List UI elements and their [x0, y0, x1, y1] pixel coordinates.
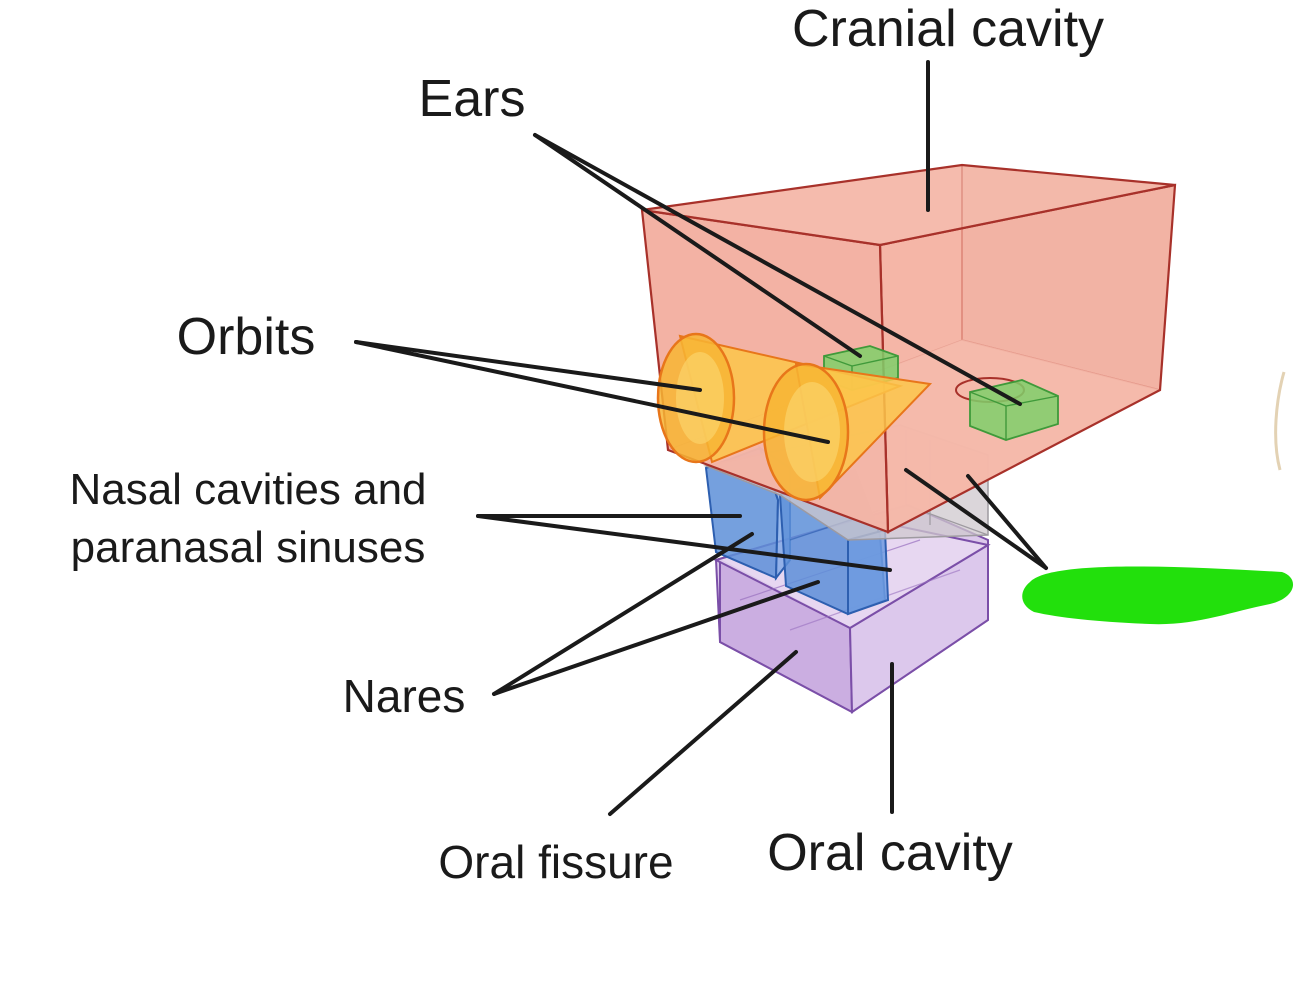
- leader-redacted-2: [966, 474, 1048, 570]
- leader-nares-2: [492, 580, 820, 696]
- label-oral-fissure: Oral fissure: [438, 836, 673, 888]
- leader-orbits-1: [354, 340, 702, 392]
- edge-artifact: [1274, 371, 1286, 471]
- label-oral-cavity: Oral cavity: [767, 824, 1013, 882]
- leader-ears-1: [533, 133, 862, 358]
- label-nasal-line2: paranasal sinuses: [71, 523, 426, 572]
- right-ear-box: [969, 379, 1059, 441]
- label-orbits: Orbits: [177, 308, 316, 366]
- label-cranial-cavity: Cranial cavity: [792, 0, 1104, 58]
- leader-redacted-1: [904, 468, 1048, 570]
- leader-oral-fissure: [608, 650, 798, 816]
- leader-nares-1: [492, 532, 754, 696]
- leader-lines: [354, 60, 1048, 816]
- leader-ears-2: [533, 133, 1022, 406]
- orbit-cones: [656, 332, 933, 502]
- leader-nasal-2: [476, 514, 892, 572]
- label-ears: Ears: [419, 70, 526, 128]
- right-orbit-cone: [762, 362, 933, 502]
- label-nasal-line1: Nasal cavities and: [69, 465, 426, 514]
- leader-orbits-2: [354, 340, 830, 444]
- redaction-scribble: [1022, 566, 1294, 625]
- label-nares: Nares: [343, 670, 466, 722]
